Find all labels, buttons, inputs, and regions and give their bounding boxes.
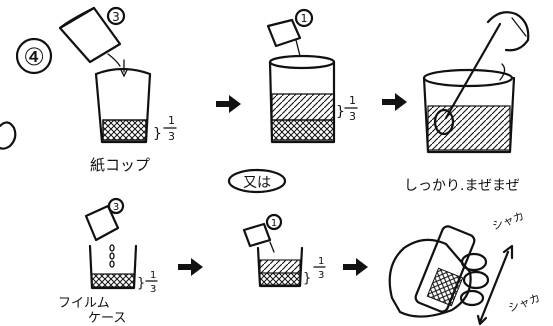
- fraction-num: 1: [168, 114, 175, 127]
- or-badge: [227, 168, 287, 194]
- svg-text:}: }: [303, 271, 311, 286]
- stirring-cup-icon: [422, 68, 516, 154]
- fraction-num: 1: [150, 270, 156, 281]
- fraction-num: 1: [349, 94, 356, 107]
- circled-number-text: 3: [112, 10, 120, 24]
- shake-arrow-icon: [476, 244, 514, 326]
- fraction-num: 1: [318, 256, 324, 267]
- circled-number-text: 1: [301, 12, 308, 25]
- circled-number-text: 3: [113, 202, 119, 213]
- circled-number-text: 1: [271, 218, 277, 229]
- circled-number: [265, 213, 283, 231]
- brace: }: [336, 104, 345, 120]
- arrow-right-icon: [382, 93, 407, 111]
- label-or: 又は: [243, 175, 271, 191]
- fraction-den: 3: [318, 270, 324, 281]
- hand-shaking-icon: [388, 225, 490, 318]
- fraction-den: 3: [168, 130, 175, 143]
- spoon-icon: [433, 22, 502, 136]
- circled-number: [294, 8, 314, 28]
- film-case-icon: [88, 244, 138, 290]
- brace: }: [153, 126, 162, 142]
- arrow-right-icon: [216, 95, 241, 113]
- mesh-bag-icon: [84, 204, 120, 242]
- circled-number: [107, 197, 125, 215]
- fraction-den: 3: [150, 284, 156, 295]
- mesh-bag-icon: [266, 18, 302, 57]
- step-circle: [15, 37, 53, 75]
- circled-number: [106, 6, 126, 26]
- mesh-bag-icon: [58, 6, 122, 67]
- edge-shape: [0, 121, 17, 150]
- film-case-layers-icon: [256, 246, 304, 288]
- mesh-bag-icon: [242, 222, 275, 253]
- label-shaka-2: シャカ: [507, 291, 542, 315]
- arrow-right-icon: [343, 258, 368, 276]
- label-paper-cup: 紙コップ: [90, 156, 150, 174]
- paper-cup-icon: [94, 67, 152, 144]
- arrow-right-icon: [178, 258, 203, 276]
- cup-layers-icon: [268, 54, 336, 144]
- label-shaka-1: シャカ: [491, 209, 526, 233]
- label-mix-well: しっかり.まぜまぜ: [404, 178, 520, 194]
- svg-text:}: }: [137, 276, 145, 291]
- fraction-den: 3: [349, 110, 356, 123]
- step-number: ④: [23, 43, 45, 71]
- hand-icon: [486, 11, 530, 52]
- label-film-case-2: ケース: [88, 311, 126, 326]
- label-film-case-1: フイルム: [58, 296, 110, 311]
